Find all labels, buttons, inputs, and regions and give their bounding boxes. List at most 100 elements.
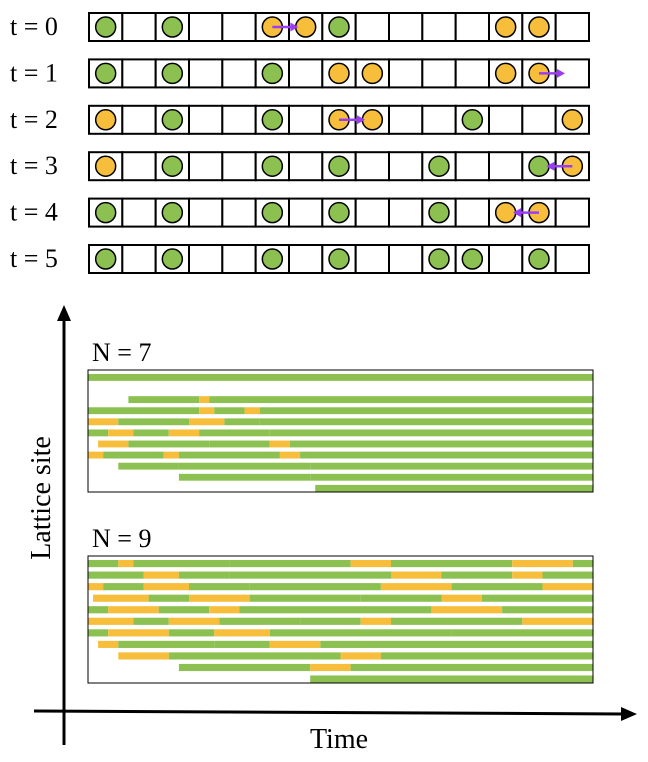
orange-band-segment: [512, 560, 573, 568]
green-band-segment: [219, 617, 301, 625]
green-particle: [328, 16, 350, 38]
green-band-segment: [133, 560, 230, 568]
lattice-cell: [554, 12, 591, 42]
green-band-segment: [178, 451, 280, 459]
orange-band-segment: [340, 652, 381, 660]
green-band-segment: [178, 473, 311, 481]
green-band-segment: [88, 571, 144, 579]
hop-arrow-head: [357, 115, 365, 125]
lattice-row-2: t = 2: [10, 104, 591, 135]
lattice-cell: [354, 12, 390, 42]
lattice-cell: [388, 104, 424, 135]
orange-band-segment: [88, 617, 134, 625]
green-band-segment: [103, 583, 144, 591]
lattice-cell: [221, 58, 257, 89]
lattice-cell: [188, 104, 224, 135]
green-particle: [161, 16, 184, 38]
green-band-segment: [88, 629, 109, 637]
green-band-segment: [249, 583, 381, 591]
lattice-cell: [354, 197, 390, 228]
green-particle: [161, 248, 184, 270]
green-band-segment: [310, 675, 593, 683]
orange-band-segment: [108, 606, 159, 614]
green-band-segment: [310, 462, 593, 470]
panel-n7-bands: [88, 374, 593, 492]
orange-particle: [294, 16, 317, 38]
green-band-segment: [224, 418, 260, 426]
orange-band-segment: [143, 583, 189, 591]
orange-band-segment: [88, 418, 119, 426]
orange-band-segment: [118, 560, 134, 568]
green-band-segment: [239, 606, 432, 614]
hop-arrow-head: [290, 22, 299, 32]
green-band-segment: [168, 629, 215, 637]
green-band-segment: [380, 652, 593, 660]
orange-particle: [494, 201, 517, 224]
lattice-cell: [121, 58, 157, 89]
axes: Time Lattice site: [26, 305, 637, 755]
green-band-segment: [189, 583, 250, 591]
lattice-cell: [488, 104, 524, 135]
orange-particle: [361, 62, 384, 85]
lattice-row-1: t = 1: [10, 58, 591, 89]
orange-band-segment: [350, 560, 391, 568]
time-label: t = 2: [10, 105, 58, 134]
lattice-cell: [288, 151, 324, 182]
lattice-cell: [454, 58, 490, 89]
y-axis-label: Lattice site: [26, 436, 57, 560]
green-band-segment: [239, 652, 341, 660]
green-band-segment: [229, 571, 391, 579]
orange-band-segment: [199, 407, 215, 415]
green-band-segment: [300, 617, 361, 625]
lattice-cell: [221, 244, 257, 274]
green-band-segment: [88, 429, 109, 437]
green-particle: [94, 201, 117, 224]
x-axis-arrowhead: [621, 707, 637, 721]
lattice-cell: [288, 58, 324, 89]
green-particle: [528, 248, 550, 270]
lattice-cell: [554, 197, 591, 228]
green-band-segment: [88, 407, 139, 415]
green-particle: [261, 62, 284, 85]
green-particle: [328, 155, 350, 177]
green-band-segment: [269, 629, 452, 637]
panel-n9-frame: [87, 555, 594, 684]
green-band-segment: [249, 594, 361, 602]
lattice-cell: [521, 104, 557, 135]
green-band-segment: [133, 617, 169, 625]
green-band-segment: [391, 617, 523, 625]
lattice-cell: [388, 12, 424, 42]
x-axis-label: Time: [310, 724, 368, 755]
orange-band-segment: [163, 451, 179, 459]
lattice-cell: [288, 197, 324, 228]
green-band-segment: [492, 640, 593, 648]
green-band-segment: [229, 560, 351, 568]
green-particle: [461, 109, 484, 131]
orange-band-segment: [542, 583, 593, 591]
lattice-cell: [221, 151, 257, 182]
green-particle: [428, 248, 450, 270]
lattice-row-0: t = 0: [10, 12, 591, 42]
orange-particle: [361, 109, 384, 131]
x-axis-line: [33, 709, 625, 716]
green-band-segment: [88, 560, 119, 568]
orange-band-segment: [214, 629, 270, 637]
lattice-cell: [121, 104, 157, 135]
lattice-cell: [388, 244, 424, 274]
orange-band-segment: [279, 451, 301, 459]
time-label: t = 5: [10, 244, 58, 273]
orange-band-segment: [199, 396, 210, 404]
orange-band-segment: [143, 571, 179, 579]
green-band-segment: [209, 396, 593, 404]
orange-particle: [528, 16, 550, 38]
green-band-segment: [542, 571, 593, 579]
panel-n7: N = 7: [87, 338, 594, 493]
time-label: t = 4: [10, 198, 58, 227]
orange-band-segment: [209, 606, 240, 614]
time-label: t = 1: [10, 58, 58, 87]
orange-band-segment: [93, 594, 149, 602]
green-particle: [528, 155, 550, 177]
lattice-cell: [188, 197, 224, 228]
green-particle: [461, 248, 484, 270]
